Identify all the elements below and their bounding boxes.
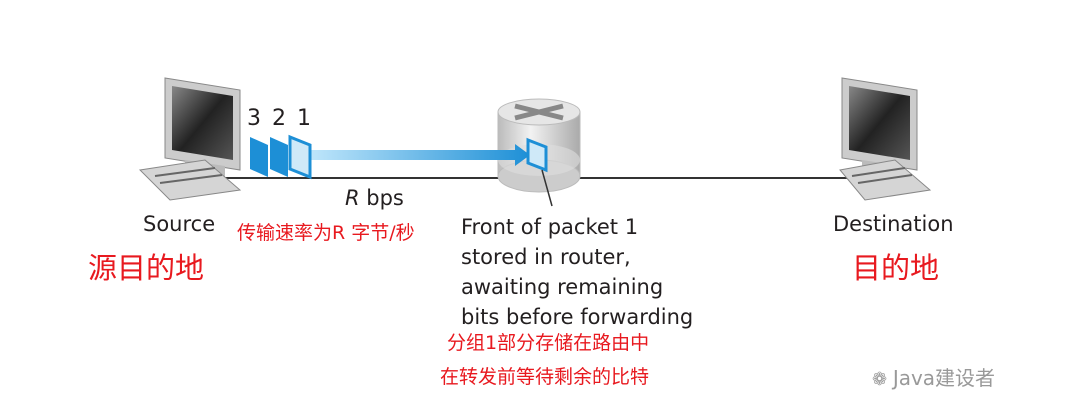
watermark: ❁ Java建设者 xyxy=(872,366,996,390)
packet-number: 1 xyxy=(297,106,313,131)
destination-computer-icon xyxy=(839,77,932,201)
packet-number: 3 xyxy=(247,106,263,131)
wechat-icon: ❁ xyxy=(872,369,893,390)
packet-3-icon xyxy=(250,137,268,177)
destination-label: Destination xyxy=(833,212,954,236)
link-rate-label: R bps xyxy=(345,186,404,210)
destination-annotation: 目的地 xyxy=(852,251,940,285)
packet-number: 2 xyxy=(272,106,288,131)
source-annotation: 源目的地 xyxy=(88,251,205,285)
packet-1-front-icon xyxy=(526,137,548,173)
callout-line xyxy=(541,169,553,207)
packet-numbers: 3 2 1 xyxy=(247,106,313,131)
source-label: Source xyxy=(143,212,216,236)
packet-1-icon xyxy=(288,134,312,180)
transmission-arrow xyxy=(310,144,530,166)
router-annotation-line2: 在转发前等待剩余的比特 xyxy=(440,366,650,388)
source-computer-icon xyxy=(138,77,242,201)
rate-annotation: 传输速率为R 字节/秒 xyxy=(237,222,415,244)
packet-2-icon xyxy=(270,137,288,177)
router-annotation-line1: 分组1部分存储在路由中 xyxy=(447,332,650,354)
